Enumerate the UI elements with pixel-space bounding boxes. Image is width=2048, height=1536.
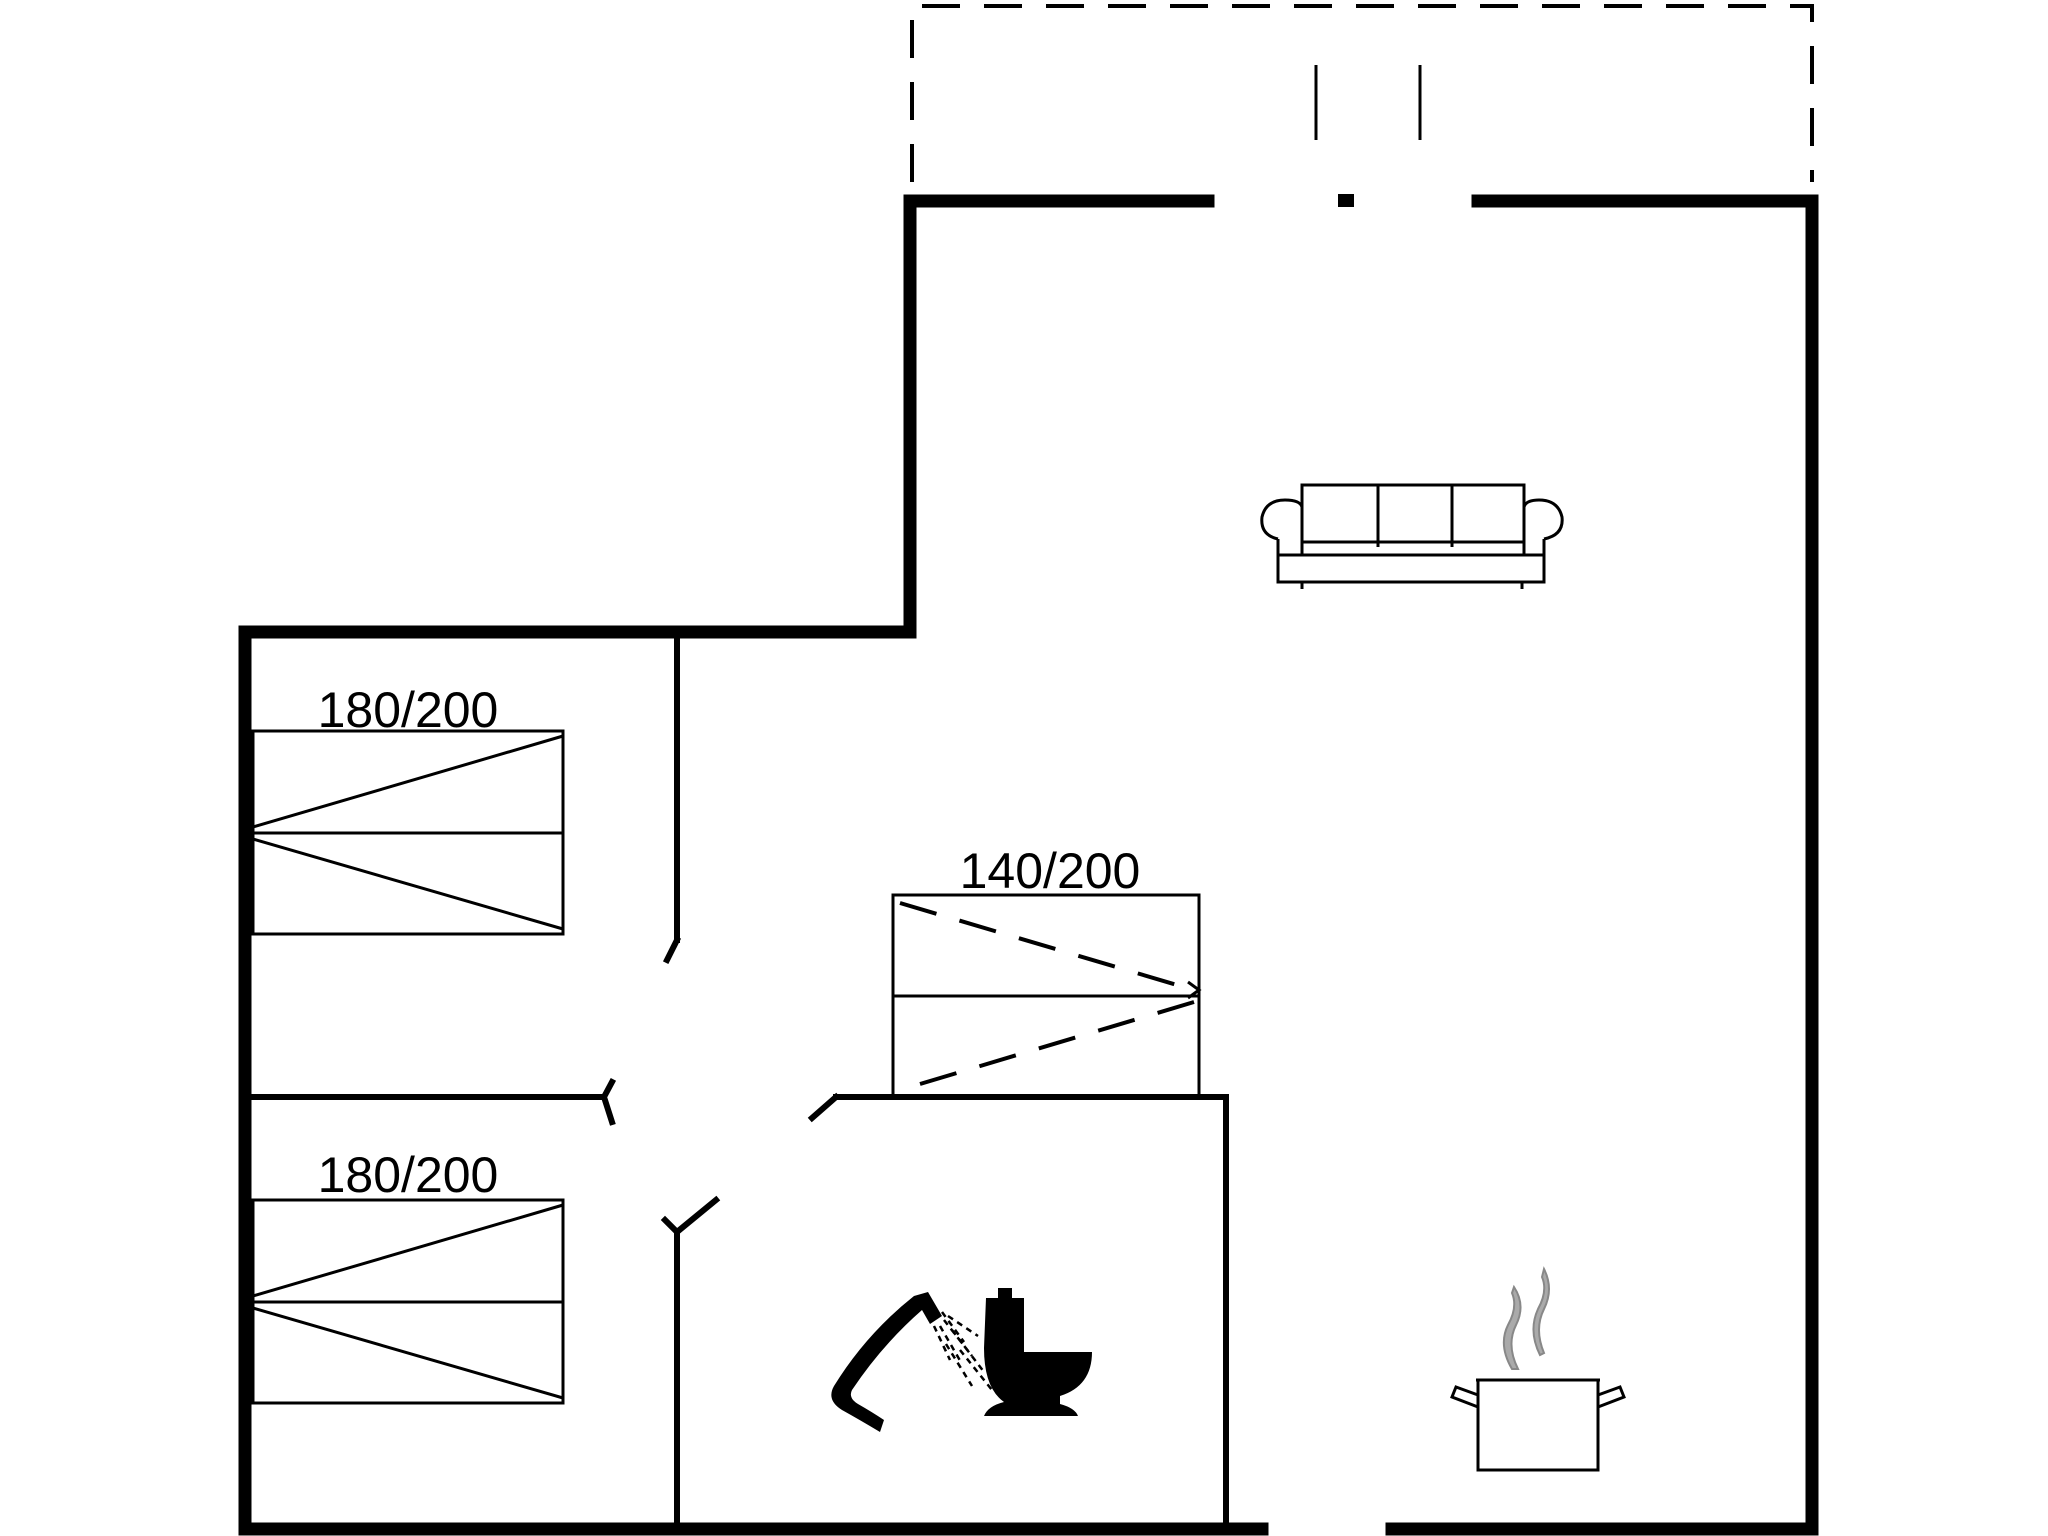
bed-3: 140/200: [891, 843, 1202, 1099]
bed-1: 180/200: [251, 682, 565, 936]
bed-2: 180/200: [251, 1147, 565, 1405]
interior-walls: [247, 633, 1229, 1528]
shower-icon: [831, 1292, 993, 1432]
bed-3-size-label: 140/200: [960, 843, 1141, 899]
bed-1-size-label: 180/200: [318, 682, 499, 738]
sofa-icon: [1260, 483, 1564, 589]
toilet-icon: [984, 1288, 1092, 1416]
exterior-walls: [238, 194, 1819, 1536]
bed-2-size-label: 180/200: [318, 1147, 499, 1203]
terrace-outline: [910, 4, 1814, 207]
cooking-pot-icon: [1450, 1266, 1626, 1472]
